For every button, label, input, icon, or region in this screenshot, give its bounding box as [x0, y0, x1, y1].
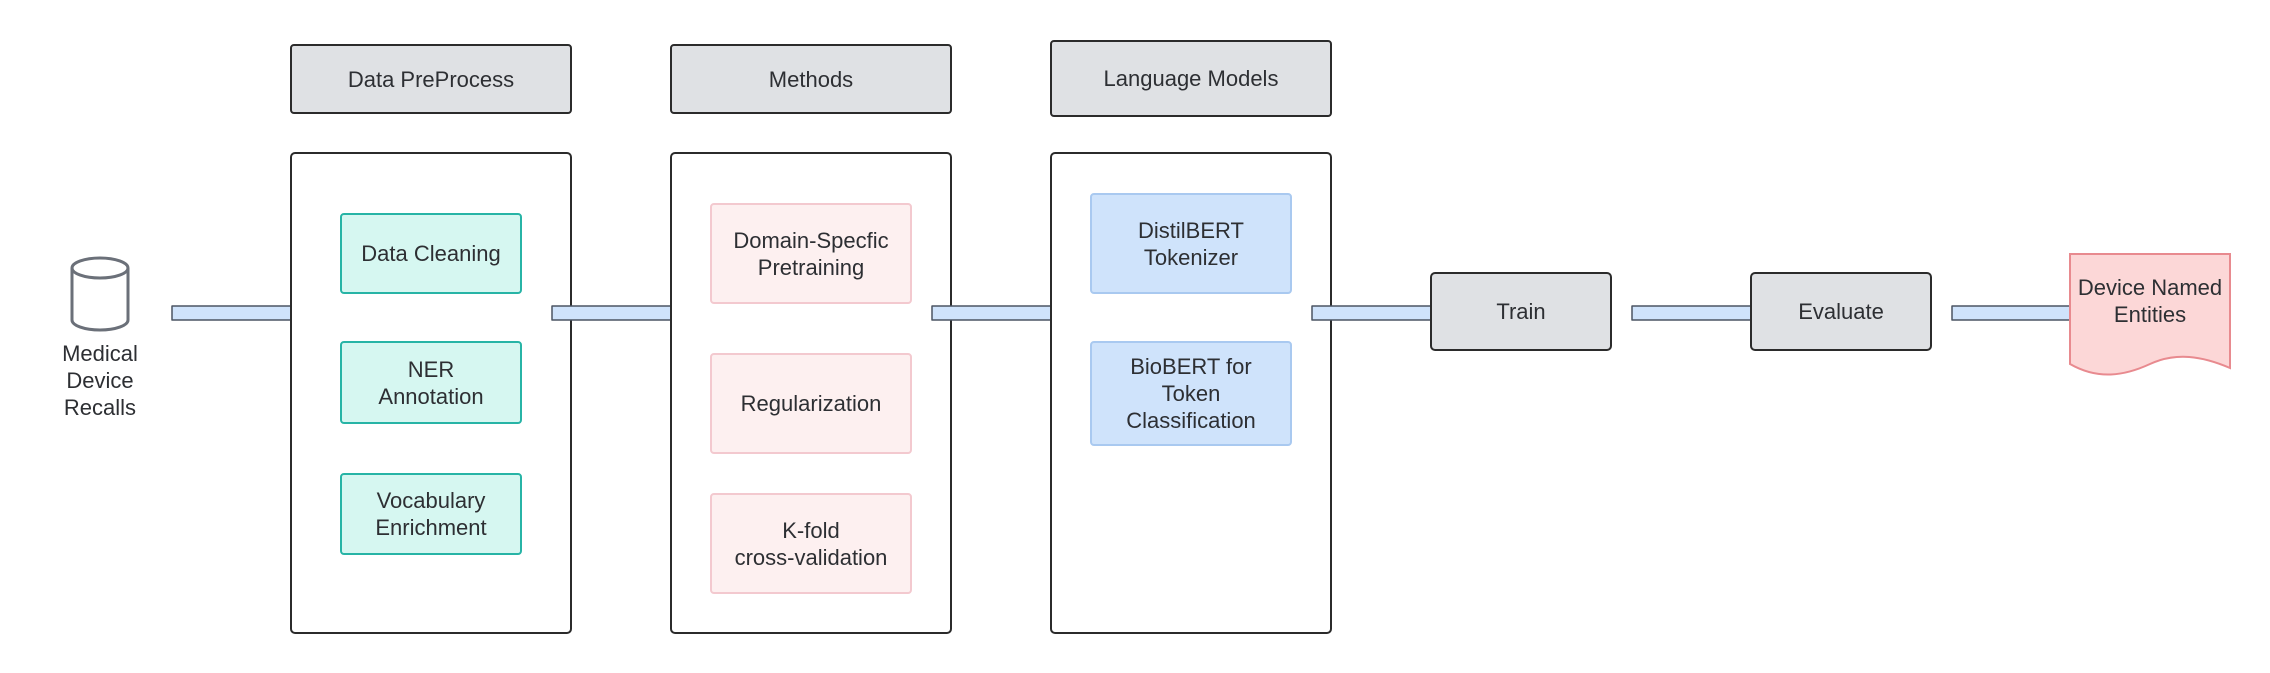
- output-label: Device Named Entities: [2077, 275, 2223, 327]
- model-biobert-token-classification: BioBERT for Token Classification: [1090, 341, 1292, 446]
- step-regularization: Regularization: [710, 353, 912, 454]
- database-cylinder-icon: [68, 254, 132, 334]
- stage-header-methods: Methods: [670, 44, 952, 114]
- stage-header-language-models: Language Models: [1050, 40, 1332, 117]
- step-vocabulary-enrichment: Vocabulary Enrichment: [340, 473, 522, 555]
- document-icon: [2068, 252, 2232, 378]
- step-k-fold-cross-validation: K-fold cross-validation: [710, 493, 912, 594]
- source-label: Medical Device Recalls: [62, 341, 138, 420]
- model-distilbert-tokenizer: DistilBERT Tokenizer: [1090, 193, 1292, 294]
- step-data-cleaning: Data Cleaning: [340, 213, 522, 294]
- train-step: Train: [1430, 272, 1612, 351]
- evaluate-step: Evaluate: [1750, 272, 1932, 351]
- step-domain-specific-pretraining: Domain-Specfic Pretraining: [710, 203, 912, 304]
- stage-header-data-preprocess: Data PreProcess: [290, 44, 572, 114]
- step-ner-annotation: NER Annotation: [340, 341, 522, 424]
